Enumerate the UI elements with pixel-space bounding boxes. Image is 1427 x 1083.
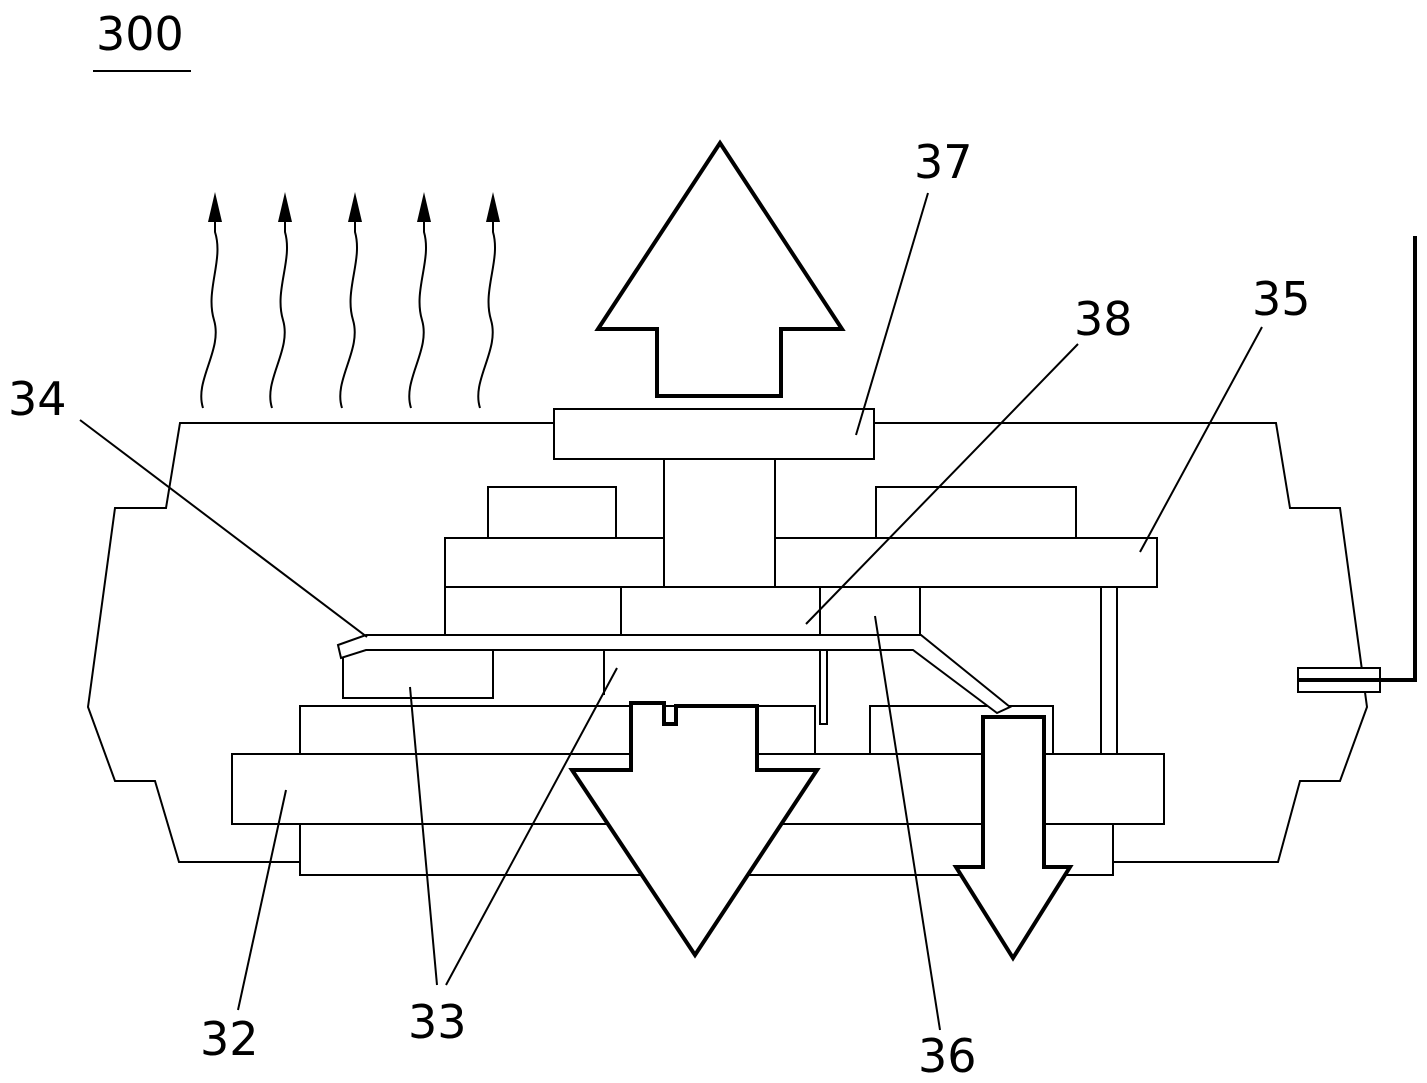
leader-line-33-right (445, 667, 618, 986)
label-35: 35 (1252, 272, 1311, 326)
side-lead-wire (1298, 236, 1417, 682)
heat-wave-5 (477, 218, 496, 409)
vertical-support-rod (1100, 586, 1118, 755)
component-33-center (603, 650, 828, 725)
label-36: 36 (918, 1029, 977, 1083)
leader-line-38 (805, 343, 1079, 625)
figure-number: 300 (96, 7, 184, 61)
heat-wave-arrowhead-3 (348, 192, 362, 222)
top-cap-37 (553, 408, 875, 460)
leader-line-34 (79, 419, 368, 638)
upward-flow-arrow (594, 139, 846, 398)
outer-housing (86, 422, 1369, 863)
strip-34 (336, 634, 1012, 715)
heat-wave-arrowhead-1 (208, 192, 222, 222)
center-shaft (663, 458, 776, 588)
downward-flow-arrow-small (952, 715, 1074, 962)
label-37: 37 (914, 135, 973, 189)
upper-block-left (444, 586, 622, 636)
component-33-left (342, 649, 494, 699)
leader-line-37 (855, 192, 929, 436)
heat-wave-2 (269, 218, 288, 409)
leader-lines (79, 192, 1263, 1031)
heat-wave-4 (408, 218, 427, 409)
label-32: 32 (200, 1012, 259, 1066)
heat-wave-3 (339, 218, 358, 409)
heat-wave-arrows (200, 192, 500, 409)
label-33: 33 (408, 995, 467, 1049)
heat-wave-arrowhead-5 (486, 192, 500, 222)
label-38: 38 (1074, 292, 1133, 346)
leader-line-35 (1139, 326, 1263, 553)
downward-flow-arrow-large (568, 701, 821, 959)
leader-line-33-left (409, 686, 438, 986)
component-36 (819, 586, 921, 636)
component-38 (620, 586, 821, 636)
heat-wave-arrowhead-4 (417, 192, 431, 222)
leader-line-32 (237, 789, 287, 1011)
label-34: 34 (8, 372, 67, 426)
top-block-right (875, 486, 1077, 539)
top-block-left (487, 486, 617, 539)
plate-35 (444, 537, 1158, 588)
heat-wave-arrowhead-2 (278, 192, 292, 222)
leader-line-36 (874, 615, 941, 1031)
heat-wave-1 (200, 218, 219, 409)
